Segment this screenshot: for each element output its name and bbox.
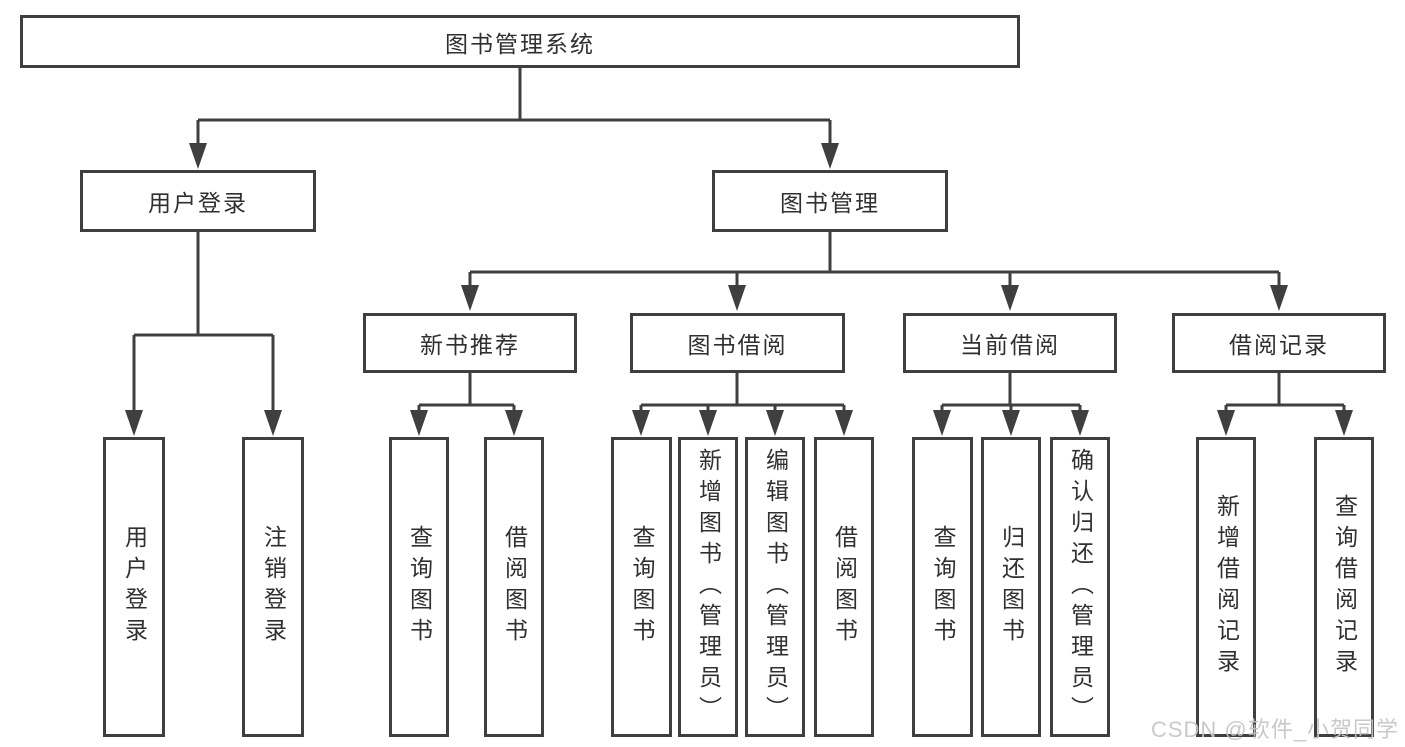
leaf-query-books-current: 查询图书 — [912, 437, 973, 737]
node-book-borrow: 图书借阅 — [630, 313, 845, 373]
node-borrow-record: 借阅记录 — [1172, 313, 1386, 373]
node-current-borrow: 当前借阅 — [903, 313, 1117, 373]
connector-current-borrow-to-leaves — [933, 373, 1089, 436]
connector-book-mgmt-to-level3 — [461, 232, 1288, 311]
connector-user-login-to-leaves — [125, 232, 282, 436]
leaf-return-books: 归还图书 — [981, 437, 1041, 737]
leaf-user-login: 用户登录 — [103, 437, 165, 737]
leaf-edit-books-admin: 编辑图书（管理员） — [745, 437, 805, 737]
leaf-logout: 注销登录 — [242, 437, 304, 737]
node-book-management: 图书管理 — [712, 170, 948, 232]
connector-root-to-level2 — [189, 68, 839, 169]
node-root-system: 图书管理系统 — [20, 15, 1020, 68]
leaf-add-books-admin: 新增图书（管理员） — [678, 437, 738, 737]
connector-book-borrow-to-leaves — [632, 373, 853, 436]
leaf-add-borrow-record: 新增借阅记录 — [1196, 437, 1256, 737]
leaf-query-borrow-record: 查询借阅记录 — [1314, 437, 1374, 737]
leaf-borrow-books-recommend: 借阅图书 — [484, 437, 544, 737]
connector-borrow-record-to-leaves — [1217, 373, 1353, 436]
leaf-query-books-borrow: 查询图书 — [611, 437, 672, 737]
node-new-book-recommend: 新书推荐 — [363, 313, 577, 373]
connector-new-book-rec-to-leaves — [410, 373, 523, 436]
node-user-login: 用户登录 — [80, 170, 316, 232]
leaf-borrow-books: 借阅图书 — [814, 437, 874, 737]
leaf-confirm-return-admin: 确认归还（管理员） — [1050, 437, 1110, 737]
leaf-query-books-recommend: 查询图书 — [389, 437, 449, 737]
csdn-watermark: CSDN @软件_小贺同学 — [1150, 717, 1399, 742]
